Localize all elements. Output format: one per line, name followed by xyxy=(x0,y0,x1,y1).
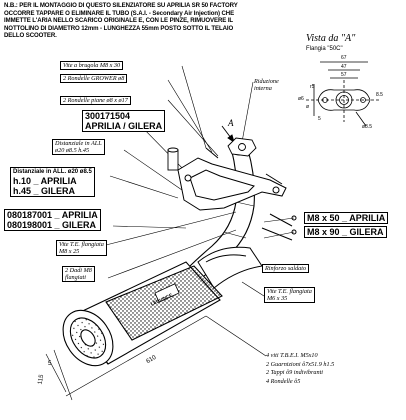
code-aprilia: 080187001 _ APRILIA xyxy=(7,210,98,220)
label-vite-te-m6: Vite T.E. flangiata M6 x 35 xyxy=(264,287,315,303)
vite-te-line-2: M8 x 25 xyxy=(59,248,80,255)
label-rondelle-grower: 2 Rondelle GROWER ø8 xyxy=(60,74,128,83)
dim-57: 57 xyxy=(341,72,347,78)
mounting-note: N.B.: PER IL MONTAGGIO DI QUESTO SILENZI… xyxy=(4,2,304,40)
arrow-a-label: A xyxy=(228,118,234,128)
spacer xyxy=(167,147,179,171)
label-silencer-codes: 080187001 _ APRILIA 080198001 _ GILERA xyxy=(4,209,101,231)
label-m8x50: M8 x 50 _ APRILIA xyxy=(304,212,389,224)
legend-item-4: 4 Rondelle ô5 xyxy=(266,377,301,385)
note-line-2: OCCORRE TAPPARE O ELIMINARE IL TUBO (S.A… xyxy=(4,9,235,17)
code-gilera: 080198001 _ GILERA xyxy=(7,220,97,230)
kit-legend: 4 viti T.B.E.I. M5x10 2 Guarnizioni ô7x5… xyxy=(266,352,334,386)
label-riduzione: Riduzione interna xyxy=(254,78,279,92)
part-code: 300171504 xyxy=(85,111,131,121)
note-line-5: DELLO SCOOTER. xyxy=(4,32,57,40)
part-brand: APRILIA / GILERA xyxy=(85,121,163,131)
flange-view xyxy=(306,61,380,127)
vite-te-line-1: Vite T.E. flangiata xyxy=(59,241,104,248)
dim-small: 5 xyxy=(48,360,52,367)
label-vite-te-m8: Vite T.E. flangiata M8 x 25 xyxy=(56,240,107,256)
dadi-line-2: flangiati xyxy=(65,274,86,281)
exhaust-flange xyxy=(227,137,257,157)
distanziale-line-1: Distanziale in ALL xyxy=(55,140,102,147)
distanziale-heading: Distanziale in ALL. ø20 ø8.5 xyxy=(13,169,92,175)
label-rondelle-piane: 2 Rondelle piane ø8 x ø17 xyxy=(60,96,131,105)
note-line-1: N.B.: PER IL MONTAGGIO DI QUESTO SILENZI… xyxy=(4,2,238,9)
legend-item-1: 4 viti T.B.E.I. M5x10 xyxy=(266,352,318,359)
note-line-3: IMMETTE L'ARIA NELLO SCARICO ORIGINALE E… xyxy=(4,17,234,25)
view-arrow-a xyxy=(221,125,235,144)
dadi-line-1: 2 Dadi M8 xyxy=(65,267,92,274)
bolts xyxy=(205,147,297,241)
flange-name: Flangia "50C" xyxy=(306,46,343,52)
dim-d6: ø6 xyxy=(298,96,304,102)
distanziale-line-2: ø20 ø8.5 h.45 xyxy=(55,147,90,154)
dim-47: 47 xyxy=(341,64,347,70)
vite-te2-line-2: M6 x 35 xyxy=(267,295,288,302)
silencer xyxy=(62,261,223,367)
dim-d8-5: ø8.5 xyxy=(362,124,373,130)
label-rinforzo: Rinforzo saldato xyxy=(262,264,310,273)
dim-8-5: 8.5 xyxy=(376,92,383,98)
dim-r5: r5 xyxy=(310,84,315,90)
dim-67: 67 xyxy=(341,55,347,61)
label-part-code: 300171504 APRILIA / GILERA xyxy=(82,110,166,132)
height-gilera: h.45 _ GILERA xyxy=(13,186,76,196)
riduzione-line-1: Riduzione xyxy=(254,78,279,85)
label-m8x90: M8 x 90 _ GILERA xyxy=(304,226,387,238)
view-title: Vista da "A" xyxy=(306,33,356,44)
riduzione-line-2: interna xyxy=(254,85,272,92)
mounting-bracket xyxy=(177,157,287,211)
legend-item-2: 2 Guarnizioni ô7x51.9 h1.5 xyxy=(266,360,335,368)
legend-item-3: 2 Tappi ô9 indivibranti xyxy=(266,369,324,377)
label-dadi: 2 Dadi M8 flangiati xyxy=(62,266,95,282)
label-vite-brugola: Vite a brugola M8 x 30 xyxy=(60,61,124,70)
dim-5: 5 xyxy=(318,116,321,122)
label-distanziale-italic: Distanziale in ALL ø20 ø8.5 h.45 xyxy=(52,139,105,155)
dim-d: ø xyxy=(306,104,310,110)
note-line-4: NOTTOLINO DI DIAMETRO 12mm - LUNGHEZZA 5… xyxy=(4,24,234,32)
dimension-lines xyxy=(45,315,207,401)
vite-te2-line-1: Vite T.E. flangiata xyxy=(267,288,312,295)
label-distanziale-heights: Distanziale in ALL. ø20 ø8.5 h.10 _ APRI… xyxy=(10,167,95,197)
height-aprilia: h.10 _ APRILIA xyxy=(13,176,77,186)
